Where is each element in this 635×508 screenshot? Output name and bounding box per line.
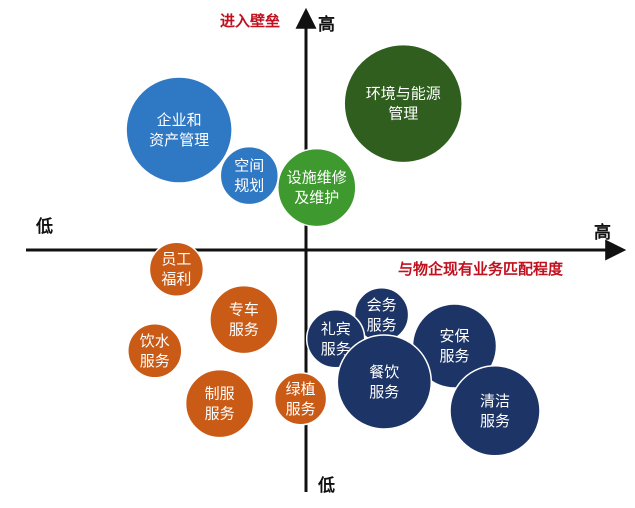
x-axis-low-label: 低 (35, 216, 53, 237)
bubble-label: 清洁 (480, 392, 510, 410)
bubble-label: 服务 (286, 400, 316, 418)
bubble-label: 服务 (367, 316, 397, 334)
bubble-label: 饮水 (140, 332, 170, 350)
bubble-layer: 企业和资产管理空间规划设施维修及维护环境与能源管理员工福利专车服务饮水服务制服服… (125, 43, 541, 457)
bubble-circle (209, 284, 279, 355)
bubble-label: 安保 (439, 327, 469, 345)
bubble-circle (184, 368, 255, 439)
bubble-label: 餐饮 (369, 363, 399, 381)
bubble-circle (148, 241, 205, 297)
bubble-label: 绿植 (286, 380, 316, 398)
bubble-label: 服务 (140, 352, 170, 370)
bubble-label: 制服 (205, 385, 235, 403)
bubble-label: 环境与能源 (366, 85, 441, 103)
bubble-label: 员工 (161, 250, 191, 268)
bubble-label: 资产管理 (149, 131, 209, 149)
bubble-label: 服务 (369, 383, 399, 401)
bubble-circle (277, 147, 357, 228)
bubble-label: 服务 (321, 340, 351, 358)
x-axis-high-label: 高 (594, 222, 611, 243)
bubble-circle (449, 365, 541, 457)
bubble-circle (273, 372, 328, 426)
bubble-circle (336, 334, 433, 430)
bubble-label: 礼宾 (321, 320, 351, 338)
x-axis-title: 与物企现有业务匹配程度 (398, 260, 564, 278)
bubble-label: 规划 (234, 177, 264, 195)
bubble-label: 企业和 (157, 111, 202, 129)
bubble-label: 及维护 (294, 189, 339, 207)
bubble-circle (127, 323, 183, 379)
y-axis-title: 进入壁垒 (220, 12, 280, 30)
bubble-label: 专车 (229, 301, 259, 319)
bubble-label: 设施维修 (287, 169, 347, 187)
bubble-label: 会务 (367, 296, 397, 314)
bubble-circle (219, 145, 280, 206)
bubble-label: 服务 (439, 347, 469, 365)
bubble-label: 服务 (229, 321, 259, 339)
bubble-label: 服务 (205, 405, 235, 423)
bubble-circle (125, 76, 233, 184)
y-axis-high-label: 高 (318, 14, 335, 35)
bubble-label: 服务 (480, 412, 510, 430)
bubble-label: 管理 (388, 105, 418, 123)
y-axis-low-label: 低 (317, 475, 335, 496)
bubble-label: 福利 (161, 270, 191, 288)
bubble-circle (343, 43, 463, 164)
bubble-label: 空间 (234, 157, 264, 175)
